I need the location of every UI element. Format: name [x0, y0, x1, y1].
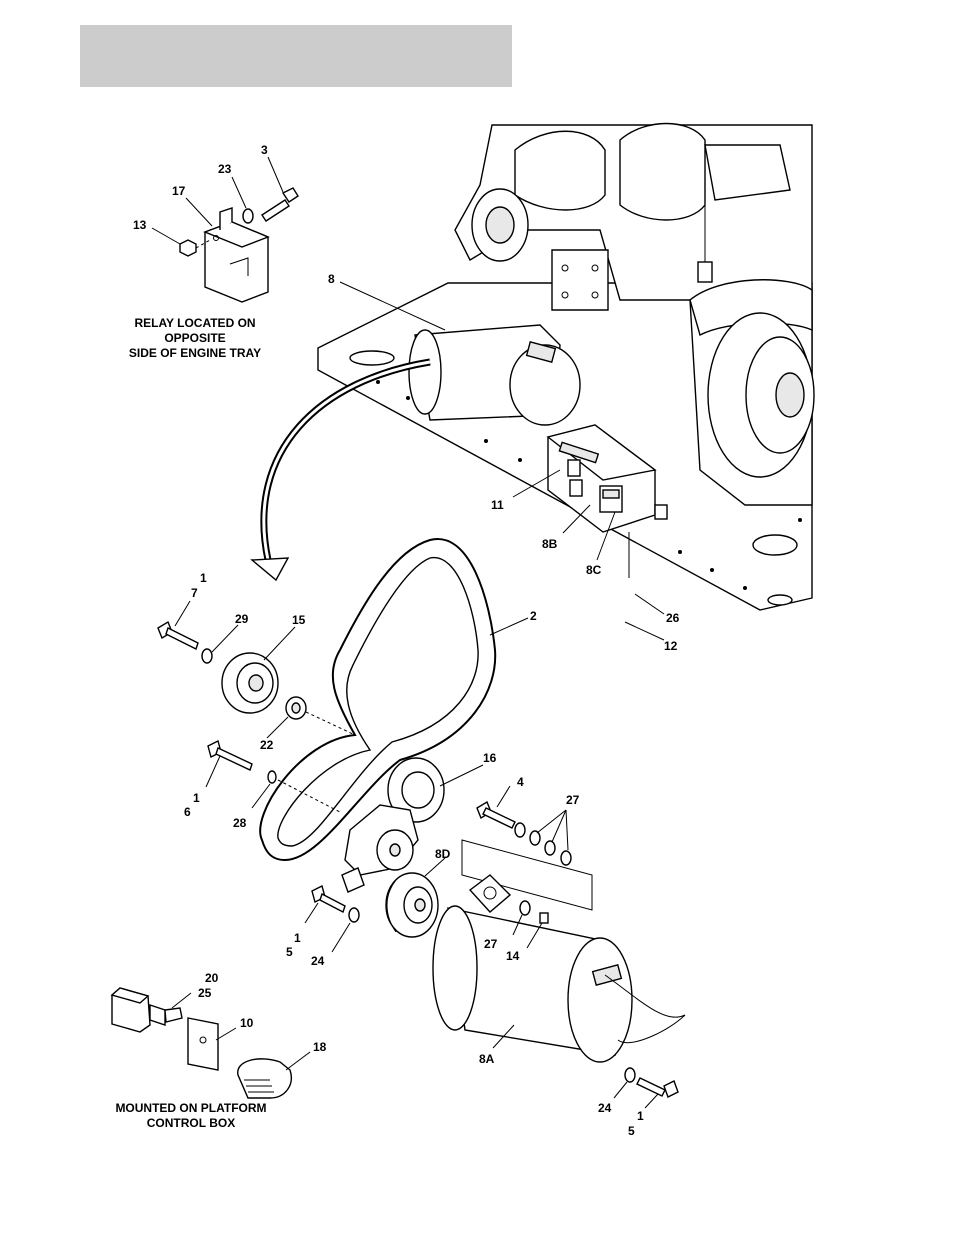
callout-1-c: 1: [294, 931, 301, 945]
callout-8c: 8C: [586, 563, 602, 577]
callout-11: 11: [491, 498, 504, 512]
callout-8a: 8A: [479, 1052, 495, 1066]
callout-7: 7: [191, 586, 198, 600]
callout-6: 6: [184, 805, 191, 819]
callout-3: 3: [261, 143, 268, 157]
callout-5-a: 5: [286, 945, 293, 959]
relay-caption-line-1: RELAY LOCATED ON: [134, 316, 255, 330]
callout-24-b: 24: [598, 1101, 612, 1115]
callout-10: 10: [240, 1016, 254, 1030]
callout-29: 29: [235, 612, 249, 626]
callout-1-b: 1: [193, 791, 200, 805]
callout-23: 23: [218, 162, 232, 176]
callout-2: 2: [530, 609, 537, 623]
callout-27-b: 27: [484, 937, 498, 951]
callout-1-a: 1: [200, 571, 207, 585]
callout-25: 25: [198, 986, 212, 1000]
callout-22: 22: [260, 738, 274, 752]
callout-13: 13: [133, 218, 147, 232]
relay-caption-line-3: SIDE OF ENGINE TRAY: [129, 346, 261, 360]
callout-14: 14: [506, 949, 520, 963]
callout-27-a: 27: [566, 793, 580, 807]
mount-caption-line-2: CONTROL BOX: [147, 1116, 235, 1130]
callout-17: 17: [172, 184, 186, 198]
callout-5-b: 5: [628, 1124, 635, 1138]
callout-4: 4: [517, 775, 524, 789]
callout-8: 8: [328, 272, 335, 286]
callout-15: 15: [292, 613, 306, 627]
engine-assembly: [318, 124, 814, 611]
relay-detail: [180, 188, 298, 302]
callout-12: 12: [664, 639, 678, 653]
callout-26: 26: [666, 611, 680, 625]
callout-8d: 8D: [435, 847, 451, 861]
relay-caption-line-2: OPPOSITE: [164, 331, 225, 345]
callout-20: 20: [205, 971, 219, 985]
switch-detail: [112, 988, 291, 1098]
callout-8b: 8B: [542, 537, 558, 551]
callout-28: 28: [233, 816, 247, 830]
callout-24-a: 24: [311, 954, 325, 968]
mount-caption-line-1: MOUNTED ON PLATFORM: [115, 1101, 266, 1115]
callout-16: 16: [483, 751, 497, 765]
callout-18: 18: [313, 1040, 327, 1054]
callout-1-d: 1: [637, 1109, 644, 1123]
